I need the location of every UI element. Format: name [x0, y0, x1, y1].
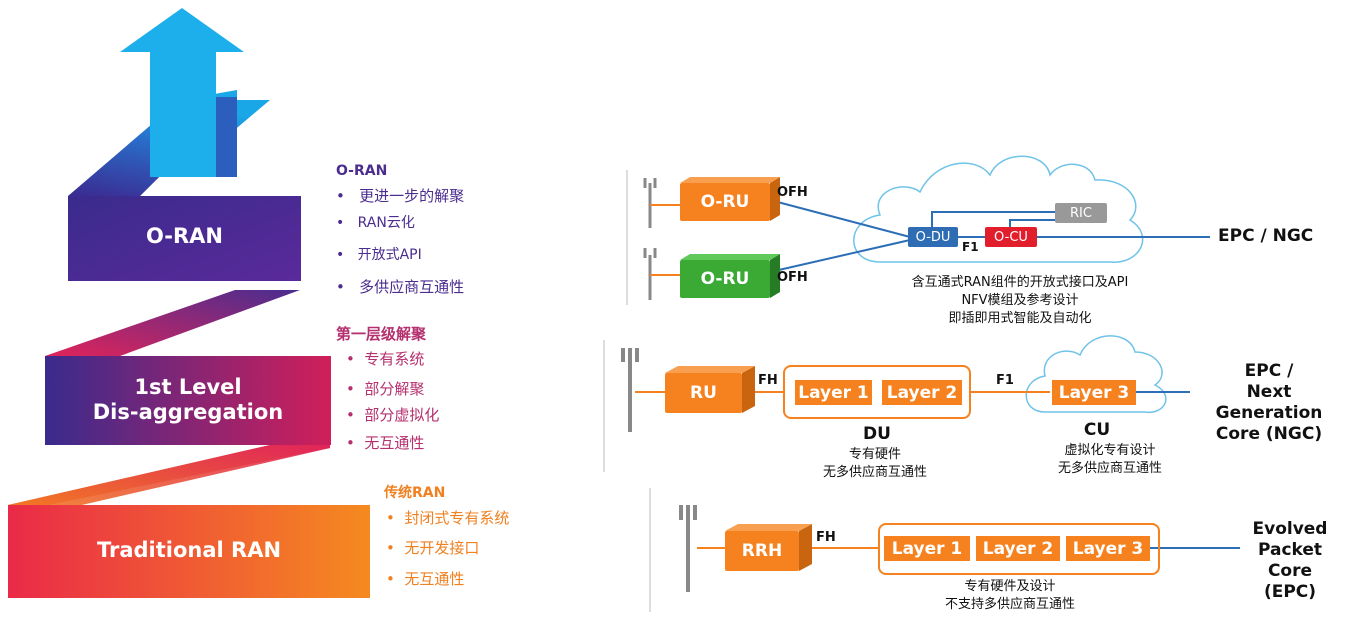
core-label-bottom: Evolved Packet Core (EPC) [1235, 519, 1345, 603]
f1-label-top: F1 [962, 240, 979, 254]
rrh-group-outline [878, 523, 1160, 575]
list-item-oran: • 多供应商互通性 [336, 278, 465, 296]
antenna-icon-1 [643, 178, 657, 228]
caption-line: 即插即用式智能及自动化 [948, 311, 1092, 326]
list-title-oran: O-RAN [336, 163, 388, 179]
core-line: Next Generation [1215, 382, 1323, 423]
list-title-traditional: 传统RAN [384, 485, 446, 501]
odu-box: O-DU [908, 227, 958, 247]
caption-line: 不支持多供应商互通性 [944, 597, 1075, 612]
core-label-mid: EPC / Next Generation Core (NGC) [1195, 361, 1343, 445]
core-line: Evolved [1252, 519, 1328, 539]
list-item-oran: • 开放式API [336, 247, 422, 263]
stair-box-oran [68, 196, 301, 281]
oru-box-2: O-RU [680, 260, 770, 298]
bottom-layer1: Layer 1 [884, 536, 970, 561]
caption-line: 无多供应商互通性 [822, 465, 927, 480]
caption-line: 专有硬件及设计 [964, 579, 1056, 594]
list-item-oran: • RAN云化 [336, 215, 415, 231]
bottom-layer3: Layer 3 [1066, 536, 1150, 561]
du-group-outline [783, 365, 971, 419]
stair-label-level1-line2: Dis-aggregation [92, 400, 284, 424]
antenna-icon-2 [643, 248, 657, 300]
caption-line: 虚拟化专有设计 [1064, 443, 1156, 458]
bottom-layer2: Layer 2 [976, 536, 1060, 561]
stair-label-traditional: Traditional RAN [96, 538, 282, 562]
fh-label-bottom: FH [816, 530, 836, 545]
list-item-oran: • 更进一步的解聚 [336, 187, 465, 205]
stair-box-traditional [8, 505, 370, 598]
caption-top: 含互通式RAN组件的开放式接口及API NFV模组及参考设计 即插即用式智能及自… [840, 274, 1200, 328]
core-line: Core (NGC) [1215, 424, 1323, 444]
du-label: DU [863, 424, 891, 444]
ru-box: RU [665, 373, 742, 413]
list-item-level1: • 无互通性 [346, 434, 425, 452]
caption-line: 专有硬件 [848, 447, 901, 462]
rrh-box: RRH [725, 531, 799, 571]
fh-label-mid: FH [758, 373, 778, 388]
cu-label: CU [1083, 420, 1111, 440]
f1-label-mid: F1 [996, 373, 1014, 388]
caption-bottom: 专有硬件及设计 不支持多供应商互通性 [920, 578, 1100, 614]
stair-label-oran: O-RAN [146, 224, 223, 248]
list-item-traditional: • 无开发接口 [386, 539, 480, 557]
stair-box-level1 [45, 356, 331, 445]
ocu-box: O-CU [985, 227, 1037, 247]
core-line: (EPC) [1263, 582, 1317, 602]
stair-label-level1: 1st Level Dis-aggregation [45, 375, 331, 425]
caption-cu: 虚拟化专有设计 无多供应商互通性 [1020, 442, 1200, 478]
stair-ramp-middle [45, 290, 300, 356]
list-title-level1: 第一层级解聚 [336, 325, 427, 343]
core-line: EPC / [1244, 361, 1294, 381]
caption-line: NFV模组及参考设计 [961, 293, 1079, 308]
antenna-icon-3 [621, 348, 639, 432]
up-arrow [120, 8, 244, 177]
antenna-icon-4 [679, 505, 697, 592]
list-item-level1: • 部分解聚 [346, 380, 425, 398]
list-item-level1: • 专有系统 [346, 350, 425, 368]
cu-layer3: Layer 3 [1052, 380, 1136, 405]
list-item-traditional: • 无互通性 [386, 570, 465, 588]
caption-line: 含互通式RAN组件的开放式接口及API [911, 275, 1129, 290]
ofh-label-2: OFH [777, 270, 808, 285]
ric-box: RIC [1055, 203, 1107, 223]
list-item-level1: • 部分虚拟化 [346, 406, 440, 424]
core-label-top: EPC / NGC [1218, 226, 1314, 246]
du-layer1: Layer 1 [795, 380, 872, 405]
stair-label-level1-line1: 1st Level [134, 375, 242, 399]
oru-box-1: O-RU [680, 183, 770, 221]
list-item-traditional: • 封闭式专有系统 [386, 509, 510, 527]
caption-du: 专有硬件 无多供应商互通性 [790, 446, 960, 482]
core-line: Packet Core [1257, 540, 1323, 581]
ofh-label-1: OFH [777, 185, 808, 200]
caption-line: 无多供应商互通性 [1057, 461, 1162, 476]
du-layer2: Layer 2 [882, 380, 962, 405]
